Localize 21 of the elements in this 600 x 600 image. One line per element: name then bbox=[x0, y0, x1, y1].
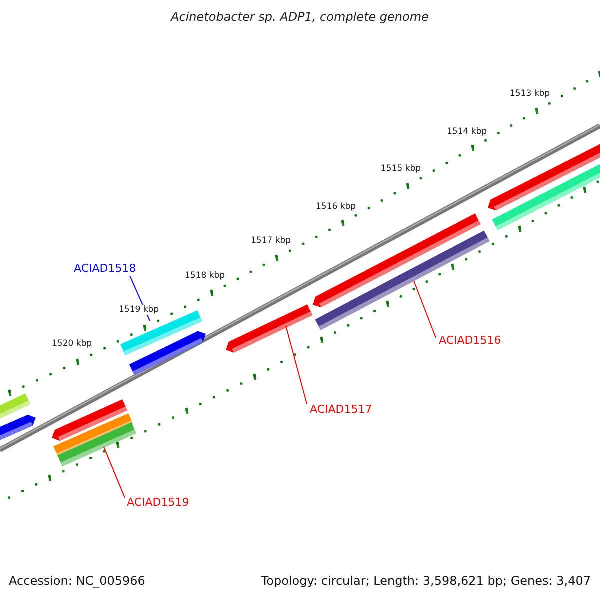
scale-label: 1513 kbp bbox=[510, 89, 550, 99]
gene-label: ACIAD1519 bbox=[127, 496, 190, 509]
scale-label: 1519 kbp bbox=[119, 305, 160, 315]
scale-label: 1515 kbp bbox=[381, 164, 422, 174]
scale-label: 1516 kbp bbox=[316, 202, 356, 212]
gene-label: ACIAD1516 bbox=[439, 334, 502, 347]
accession-text: Accession: NC_005966 bbox=[9, 574, 146, 588]
leader-line bbox=[104, 446, 126, 498]
scale-label: 1520 kbp bbox=[52, 339, 92, 349]
gene-block bbox=[315, 230, 490, 330]
gene-block bbox=[226, 304, 313, 353]
gene-label: ACIAD1517 bbox=[310, 403, 372, 416]
scale-label: 1517 kbp bbox=[251, 236, 292, 246]
gene-label: ACIAD1518 bbox=[74, 262, 136, 275]
genome-summary: Topology: circular; Length: 3,598,621 bp; Genes: 3,407 bbox=[261, 574, 591, 588]
gene-block bbox=[58, 422, 136, 466]
leader-line bbox=[414, 280, 436, 338]
scale-label: 1518 kbp bbox=[185, 271, 226, 281]
scale-label: 1514 kbp bbox=[447, 127, 488, 137]
title: Acinetobacter sp. ADP1, complete genome bbox=[170, 10, 430, 24]
leader-line bbox=[286, 326, 308, 404]
